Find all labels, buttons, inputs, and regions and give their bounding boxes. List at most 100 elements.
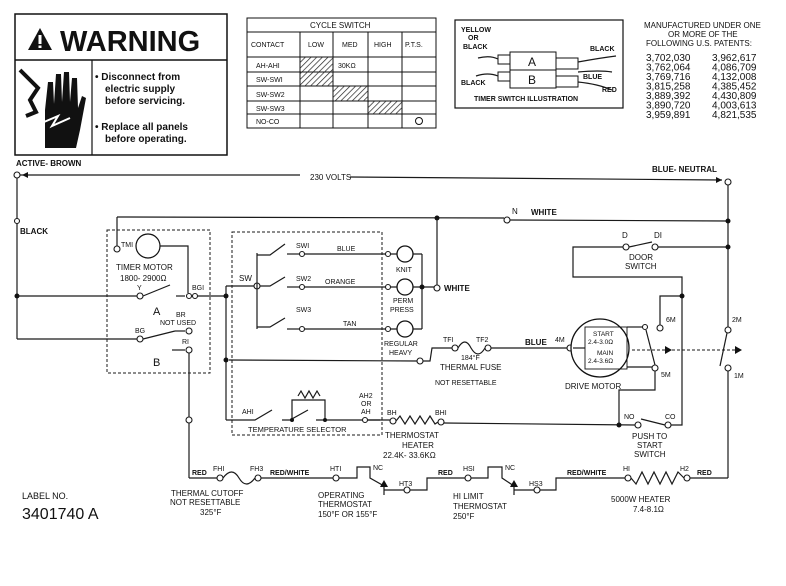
patent-number: 3,702,030 [646,53,691,64]
regular-label: REGULAR [384,341,418,348]
row-note: 30KΩ [338,63,356,70]
col-header: P.T.S. [405,42,423,49]
2m-label: 2M [732,317,742,324]
drive-motor-label: DRIVE MOTOR [565,382,622,391]
warning-line-2: electric supply [105,84,175,95]
y-terminal-label: Y [137,285,142,292]
ah1-label: AHI [242,409,254,416]
door-switch-label: DOOR [629,253,653,262]
active-label: ACTIVE- BROWN [16,159,82,168]
patent-number: 3,959,891 [646,110,691,121]
patent-number: 3,762,064 [646,63,691,74]
knit-label: KNIT [396,267,413,274]
warning-line-5: before operating. [105,134,187,145]
white-wire-label: WHITE [531,208,557,217]
wire-label: BLACK [461,80,486,87]
patent-number: 4,003,613 [712,101,757,112]
d-terminal-label: D [622,231,628,240]
h1-label: HI [623,466,630,473]
nc-label: NC [373,465,383,472]
n-terminal-label: N [512,207,518,216]
thermostat-heater-label: HEATER [402,441,434,450]
red-white-wire-label: RED/WHITE [567,470,607,477]
patent-number: 4,430,809 [712,91,757,102]
main-winding-label: MAIN [597,350,614,357]
cycle-selector-switch: SW SWI SW2 SW3 BLUE ORANGE TAN KNIT PERM… [223,231,434,436]
operating-thermostat-temp: 150°F OR 155°F [318,510,377,519]
push-to-start-label: START [637,441,663,450]
patent-number: 3,769,716 [646,72,691,83]
perm-label: PERM [393,298,413,305]
switch-a-label: A [153,306,161,318]
label-number: 3401740 A [22,506,99,523]
patents-heading: OR MORE OF THE [668,30,738,39]
d1-terminal-label: DI [654,231,662,240]
neutral-label: BLUE- NEUTRAL [652,165,717,174]
r1-terminal-label: RI [182,339,189,346]
warning-triangle-icon [28,28,52,50]
timer-assembly: TMI TIMER MOTOR 1800- 2900Ω Y BGI A BR N… [17,217,226,478]
press-label: PRESS [390,307,414,314]
hs1-label: HSI [463,466,475,473]
col-header: CONTACT [251,42,285,49]
timer-switch-illustration: A B YELLOW OR BLACK BLACK BLACK BLUE RED… [454,19,624,109]
wire-label: YELLOW [461,27,491,34]
row-contact: AH-AHI [256,63,280,70]
patent-number: 4,385,452 [712,82,757,93]
ht3-label: HT3 [399,481,412,488]
tm1-label: TMI [121,242,133,249]
operating-thermostat-label: OPERATING [318,491,365,500]
hi-limit-label: HI LIMIT [453,492,484,501]
row-contact: SW-SWI [256,77,283,84]
thermostat-heater-value: 22.4K- 33.6KΩ [383,451,436,460]
temperature-selector-label: TEMPERATURE SELECTOR [248,425,347,434]
patent-number: 3,962,617 [712,53,757,64]
br-terminal-label: BR [176,312,186,319]
row-contact: NO-CO [256,119,280,126]
6m-label: 6M [666,317,676,324]
red-white-wire-label: RED/WHITE [270,470,310,477]
patent-number: 4,086,709 [712,63,757,74]
wire-label: BLACK [590,46,615,53]
drive-motor-circuit: TFI TF2 184°F THERMAL FUSE NOT RESETTABL… [228,293,744,425]
tan-wire-label: TAN [343,321,356,328]
bh1-label: BHI [435,410,447,417]
wire-label: OR [468,35,479,42]
thermal-cutoff-temp: 325°F [200,508,222,517]
ht1-label: HTI [330,466,341,473]
thermal-cutoff-label: NOT RESETTABLE [170,498,240,507]
col-header: LOW [308,42,324,49]
hand-shock-icon [18,68,86,148]
col-header: HIGH [374,42,392,49]
thermal-fuse-label: THERMAL FUSE [440,363,502,372]
patent-number: 4,821,535 [712,110,757,121]
red-wire-label: RED [192,470,207,477]
voltage-label: 230 VOLTS [310,173,351,182]
operating-thermostat-label: THERMOSTAT [318,500,372,509]
thermostat-heater-label: THERMOSTAT [385,431,439,440]
label-no-caption: LABEL NO. [22,491,68,501]
co-terminal-label: CO [665,414,676,421]
wire-label: BLACK [463,44,488,51]
row-contact: SW-SW2 [256,92,285,99]
push-to-start-label: PUSH TO [632,432,667,441]
timer-motor-icon [135,233,161,259]
fh1-label: FHI [213,466,224,473]
1m-label: 1M [734,373,744,380]
tf2-label: TF2 [476,337,489,344]
main-winding-value: 2.4-3.6Ω [588,358,613,365]
warning-line-4: • Replace all panels [95,122,188,133]
warning-title: WARNING [60,26,200,58]
5m-label: 5M [661,372,671,379]
switch-b-label: B [153,357,160,369]
cycle-switch-title: CYCLE SWITCH [310,21,371,30]
patent-number: 3,890,720 [646,101,691,112]
sw1-label: SWI [296,243,309,250]
push-to-start-label: SWITCH [634,450,666,459]
tf1-label: TFI [443,337,454,344]
start-winding-value: 2.4-3.0Ω [588,339,613,346]
start-winding-label: START [593,331,614,338]
red-wire-label: RED [697,470,712,477]
blue-wire-label: BLUE [525,338,547,347]
